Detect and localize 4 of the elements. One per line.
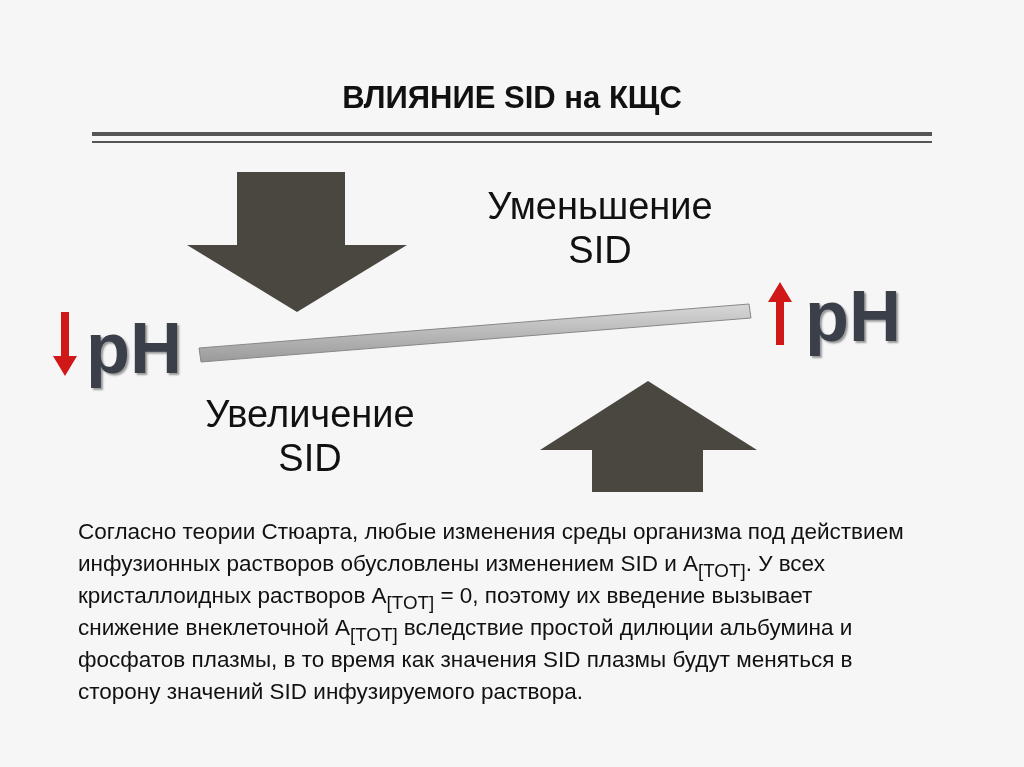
paragraph: Согласно теории Стюарта, любые изменения среды организма под действием инфузионных растворов обусловлены изменением SID и A$_{[TOT]}$. У всех кристаллоидных растворов A$_{[TOT]}$ = 0, поэтому их введение вызывает снижение внеклеточной A$_{[TOT]}$ вследствие простой дилюции альбумина и фосфатов плазмы, в то время как значения SID плазмы будут меняться в сторону значений SID инфузируемого раствора. bbox=[78, 518, 905, 706]
title: ВЛИЯНИЕ SID на КЩС bbox=[341, 80, 683, 116]
increase-label: Увеличение SID bbox=[204, 392, 416, 480]
decrease-label: Уменьшение SID bbox=[486, 184, 714, 272]
